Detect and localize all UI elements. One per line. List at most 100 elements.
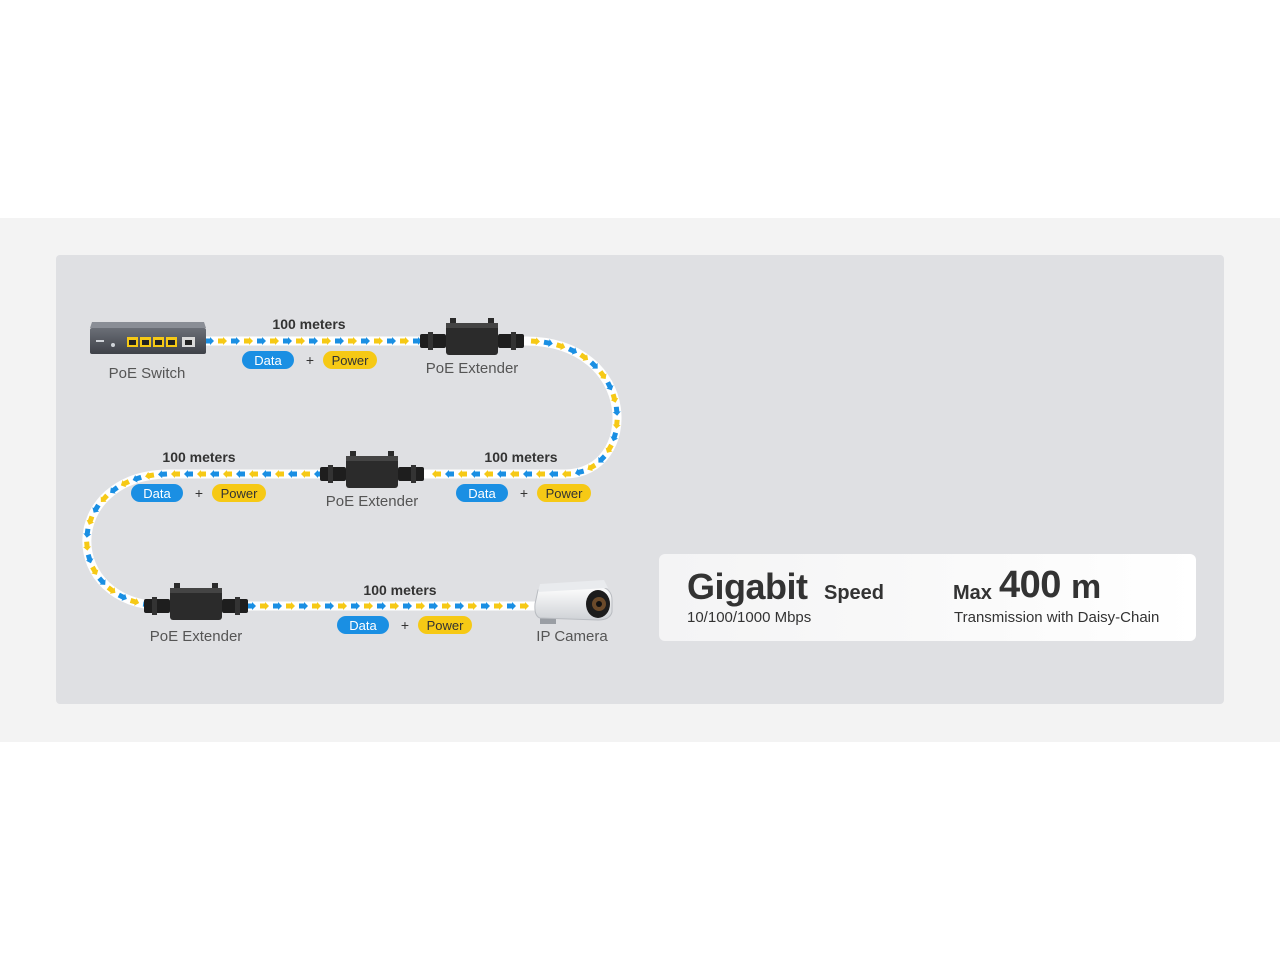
flow-arrow: [247, 602, 256, 610]
mbps-label: 10/100/1000 Mbps: [687, 609, 812, 626]
distance-label-2: 100 meters: [484, 449, 557, 465]
flow-arrow: [322, 337, 331, 345]
flow-arrow: [520, 602, 529, 610]
flow-arrow: [275, 470, 284, 478]
plus-4: +: [401, 617, 409, 633]
flow-arrow: [296, 337, 305, 345]
flow-arrow: [158, 470, 168, 479]
flow-arrow: [471, 470, 480, 478]
flow-arrow: [210, 470, 219, 478]
flow-arrow: [288, 470, 297, 478]
flow-arrow: [530, 337, 540, 346]
poe-extender-icon-2: [320, 451, 424, 488]
flow-arrow: [85, 553, 94, 564]
power-pill-4: Power: [427, 618, 465, 633]
flow-arrow: [429, 602, 438, 610]
flow-arrow: [348, 337, 357, 345]
flow-arrow: [244, 337, 253, 345]
flow-arrow: [120, 479, 130, 488]
flow-arrow: [387, 337, 396, 345]
flow-arrow: [273, 602, 282, 610]
flow-arrow: [377, 602, 386, 610]
flow-arrow: [301, 470, 310, 478]
poe-switch-icon: [90, 322, 206, 354]
flow-arrow: [468, 602, 477, 610]
flow-arrow: [543, 339, 553, 348]
flow-arrow: [507, 602, 516, 610]
flow-arrow: [309, 337, 318, 345]
flow-arrow: [100, 493, 109, 502]
segment-4-labels: 100 meters Data + Power: [337, 582, 472, 634]
ip-camera-label: IP Camera: [536, 628, 608, 645]
segment-1-labels: 100 meters Data + Power: [242, 316, 377, 369]
ip-camera-icon: [534, 580, 613, 624]
transmission-label: Transmission with Daisy-Chain: [954, 609, 1160, 626]
distance-label-4: 100 meters: [363, 582, 436, 598]
poe-extender-label-3: PoE Extender: [150, 628, 243, 645]
flow-arrow: [400, 337, 409, 345]
flow-arrow: [374, 337, 383, 345]
flow-arrow: [579, 352, 589, 361]
flow-arrow: [549, 470, 558, 478]
flow-arrow: [416, 602, 425, 610]
power-pill-2: Power: [546, 486, 584, 501]
flow-arrow: [510, 470, 519, 478]
flow-arrow: [132, 474, 142, 483]
poe-switch-label: PoE Switch: [109, 365, 186, 382]
plus-1: +: [306, 352, 314, 368]
flow-arrow: [589, 360, 598, 369]
flow-arrow: [257, 337, 266, 345]
flow-arrow: [455, 602, 464, 610]
flow-arrow: [574, 468, 585, 477]
flow-arrow: [262, 470, 271, 478]
data-pill-1: Data: [254, 353, 282, 368]
flow-arrow: [555, 342, 566, 351]
segment-2-labels: 100 meters Data + Power: [456, 449, 591, 502]
flow-arrow: [171, 470, 180, 478]
plus-2: +: [520, 485, 528, 501]
flow-arrow: [338, 602, 347, 610]
flow-arrow: [86, 515, 95, 525]
flow-arrow: [562, 470, 572, 479]
max-distance-unit: m: [1071, 568, 1101, 606]
flow-arrow: [612, 419, 621, 429]
flow-arrow: [361, 337, 370, 345]
distance-label-3: 100 meters: [162, 449, 235, 465]
flow-arrow: [145, 471, 155, 480]
poe-extender-icon-1: [420, 318, 524, 355]
flow-arrow: [205, 337, 214, 345]
flow-arrow: [481, 602, 490, 610]
flow-arrow: [260, 602, 269, 610]
flow-arrow: [236, 470, 245, 478]
flow-arrow: [325, 602, 334, 610]
data-pill-3: Data: [143, 486, 171, 501]
flow-arrow: [299, 602, 308, 610]
flow-arrow: [403, 602, 412, 610]
speed-label: Speed: [824, 582, 885, 604]
flow-arrow: [494, 602, 503, 610]
poe-extender-icon-3: [144, 583, 248, 620]
flow-arrow: [442, 602, 451, 610]
flow-arrow: [598, 370, 607, 379]
flow-arrow: [523, 470, 532, 478]
flow-arrow: [497, 470, 506, 478]
poe-extender-label-1: PoE Extender: [426, 360, 519, 377]
max-label: Max: [953, 582, 992, 604]
gigabit-heading: Gigabit: [687, 566, 808, 607]
flow-arrow: [351, 602, 360, 610]
poe-extender-label-2: PoE Extender: [326, 493, 419, 510]
flow-arrow: [286, 602, 295, 610]
flow-arrow: [231, 337, 240, 345]
flow-arrow: [605, 443, 614, 453]
power-pill-3: Power: [221, 486, 259, 501]
spec-info-box: Gigabit Speed 10/100/1000 Mbps Max 400 m…: [659, 554, 1196, 641]
flow-arrow: [567, 346, 578, 355]
segment-3-labels: 100 meters Data + Power: [131, 449, 266, 502]
flow-arrow: [92, 503, 101, 513]
power-pill-1: Power: [332, 353, 370, 368]
flow-arrow: [390, 602, 399, 610]
flow-arrow: [106, 585, 116, 594]
distance-label-1: 100 meters: [272, 316, 345, 332]
flow-arrow: [117, 592, 127, 601]
